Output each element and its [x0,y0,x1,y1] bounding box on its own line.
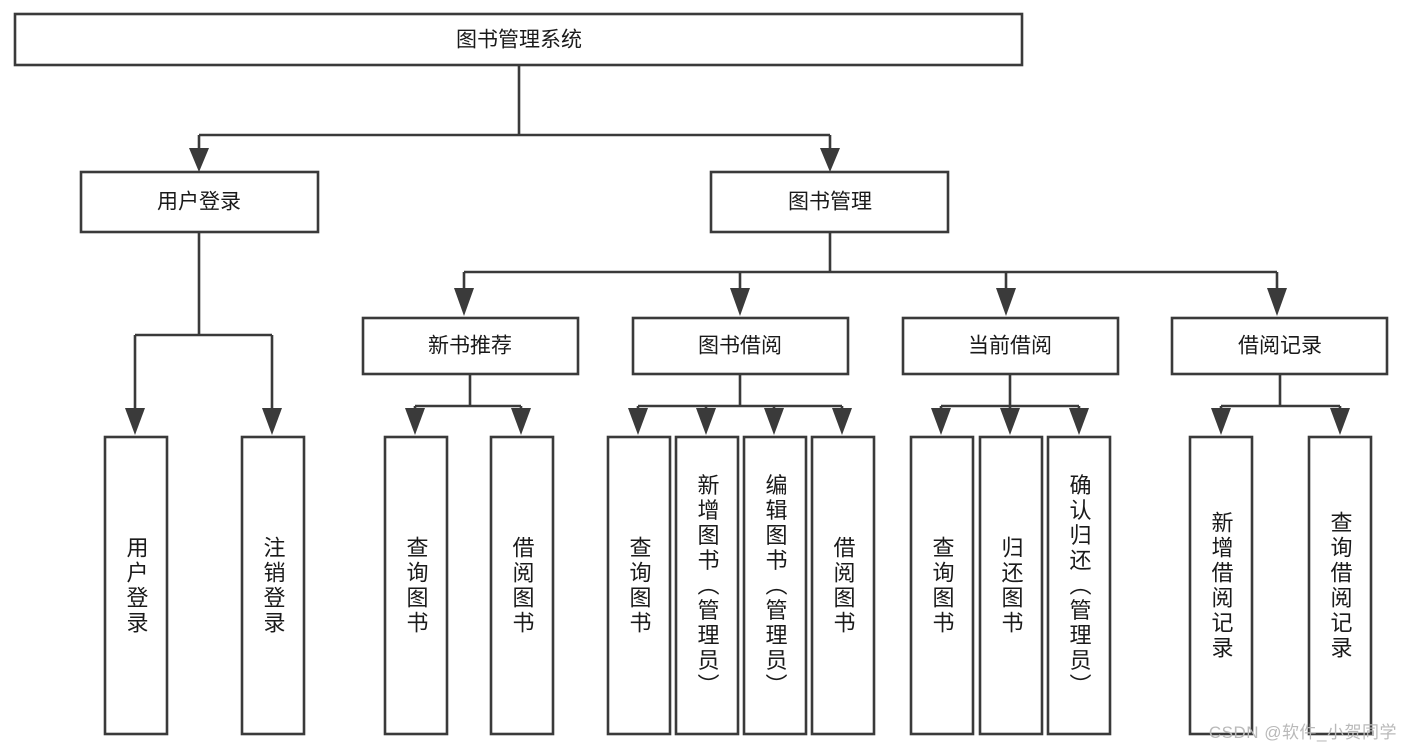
node-leaf-bookborrow-query-book-label: 查询图书 [627,536,652,636]
arrow-head-newbook-l2 [511,408,531,435]
node-leaf-borrowrecord-add-record-box[interactable] [1188,435,1254,736]
node-leaf-logout-label: 注销登录 [261,536,286,636]
node-new-book-recommend-label: 新书推荐 [428,335,512,358]
node-leaf-currentborrow-return-book-box[interactable] [978,435,1044,736]
node-leaf-currentborrow-confirm-return-box[interactable] [1046,435,1112,736]
connector-group [125,65,1350,435]
arrow-head-borrowrecord-l2 [1330,408,1350,435]
arrow-head-bookborrow-l1 [628,408,648,435]
node-root-box[interactable] [13,12,1024,67]
node-book-management-label: 图书管理 [788,191,872,214]
node-new-book-recommend-box[interactable] [361,316,580,376]
arrow-head-currentborrow [996,288,1016,316]
arrow-head-bookborrow [730,288,750,316]
node-borrow-record-label: 借阅记录 [1238,335,1322,358]
node-leaf-bookborrow-query-book-box[interactable] [606,435,672,736]
node-user-login-box[interactable] [79,170,320,234]
node-current-borrow[interactable]: 当前借阅 [901,316,1120,376]
node-leaf-user-login[interactable]: 用户登录 [103,435,169,736]
node-leaf-bookborrow-add-book-box[interactable] [674,435,740,736]
arrow-head-currentborrow-l1 [931,408,951,435]
arrow-head-leaf-logout [262,408,282,435]
node-current-borrow-box[interactable] [901,316,1120,376]
arrow-head-bookborrow-l3 [764,408,784,435]
node-leaf-bookborrow-edit-book-label: 编辑图书（管理员） [763,474,788,699]
arrow-head-bookmgmt [820,148,840,172]
node-book-borrow[interactable]: 图书借阅 [631,316,850,376]
node-leaf-newbook-query-book-label: 查询图书 [404,536,429,636]
node-borrow-record[interactable]: 借阅记录 [1170,316,1389,376]
node-leaf-currentborrow-confirm-return[interactable]: 确认归还（管理员） [1046,435,1112,736]
node-leaf-borrowrecord-query-record[interactable]: 查询借阅记录 [1307,435,1373,736]
node-leaf-currentborrow-return-book[interactable]: 归还图书 [978,435,1044,736]
arrow-head-userlogin [189,148,209,172]
node-leaf-bookborrow-add-book-label: 新增图书（管理员） [695,474,720,699]
watermark-text: CSDN @软件_小贺同学 [1208,723,1397,742]
arrow-head-currentborrow-l3 [1069,408,1089,435]
node-leaf-currentborrow-query-book-label: 查询图书 [930,536,955,636]
node-root-label: 图书管理系统 [456,29,582,52]
node-leaf-currentborrow-query-book[interactable]: 查询图书 [909,435,975,736]
node-leaf-borrowrecord-add-record-label: 新增借阅记录 [1209,511,1234,661]
node-leaf-bookborrow-borrow-book-label: 借阅图书 [831,536,856,636]
node-book-management[interactable]: 图书管理 [709,170,950,234]
node-book-management-box[interactable] [709,170,950,234]
node-leaf-borrowrecord-add-record[interactable]: 新增借阅记录 [1188,435,1254,736]
node-user-login[interactable]: 用户登录 [79,170,320,234]
arrow-head-leaf-user-login [125,408,145,435]
node-book-borrow-box[interactable] [631,316,850,376]
node-leaf-currentborrow-query-book-box[interactable] [909,435,975,736]
node-leaf-newbook-query-book-box[interactable] [383,435,449,736]
arrow-head-borrowrecord-l1 [1211,408,1231,435]
node-borrow-record-box[interactable] [1170,316,1389,376]
node-leaf-logout[interactable]: 注销登录 [240,435,306,736]
arrow-head-bookborrow-l2 [696,408,716,435]
node-leaf-bookborrow-edit-book[interactable]: 编辑图书（管理员） [742,435,808,736]
node-leaf-logout-box[interactable] [240,435,306,736]
node-user-login-label: 用户登录 [157,191,241,214]
node-new-book-recommend[interactable]: 新书推荐 [361,316,580,376]
node-leaf-bookborrow-borrow-book-box[interactable] [810,435,876,736]
arrow-head-currentborrow-l2 [1000,408,1020,435]
node-leaf-currentborrow-confirm-return-label: 确认归还（管理员） [1067,474,1092,699]
node-leaf-bookborrow-query-book[interactable]: 查询图书 [606,435,672,736]
arrow-head-bookborrow-l4 [832,408,852,435]
node-leaf-newbook-query-book[interactable]: 查询图书 [383,435,449,736]
node-root-book-management-system[interactable]: 图书管理系统 [13,12,1024,67]
node-leaf-user-login-label: 用户登录 [124,536,149,636]
node-leaf-borrowrecord-query-record-box[interactable] [1307,435,1373,736]
node-leaf-borrowrecord-query-record-label: 查询借阅记录 [1328,511,1353,661]
node-leaf-bookborrow-edit-book-box[interactable] [742,435,808,736]
node-leaf-bookborrow-add-book[interactable]: 新增图书（管理员） [674,435,740,736]
node-leaf-newbook-borrow-book-label: 借阅图书 [510,536,535,636]
node-current-borrow-label: 当前借阅 [968,335,1052,358]
arrow-head-newbook [454,288,474,316]
arrow-head-borrowrecord [1267,288,1287,316]
node-leaf-user-login-box[interactable] [103,435,169,736]
node-leaf-newbook-borrow-book[interactable]: 借阅图书 [489,435,555,736]
node-leaf-newbook-borrow-book-box[interactable] [489,435,555,736]
node-book-borrow-label: 图书借阅 [698,335,782,358]
node-leaf-bookborrow-borrow-book[interactable]: 借阅图书 [810,435,876,736]
arrow-head-newbook-l1 [405,408,425,435]
node-leaf-currentborrow-return-book-label: 归还图书 [999,536,1024,636]
